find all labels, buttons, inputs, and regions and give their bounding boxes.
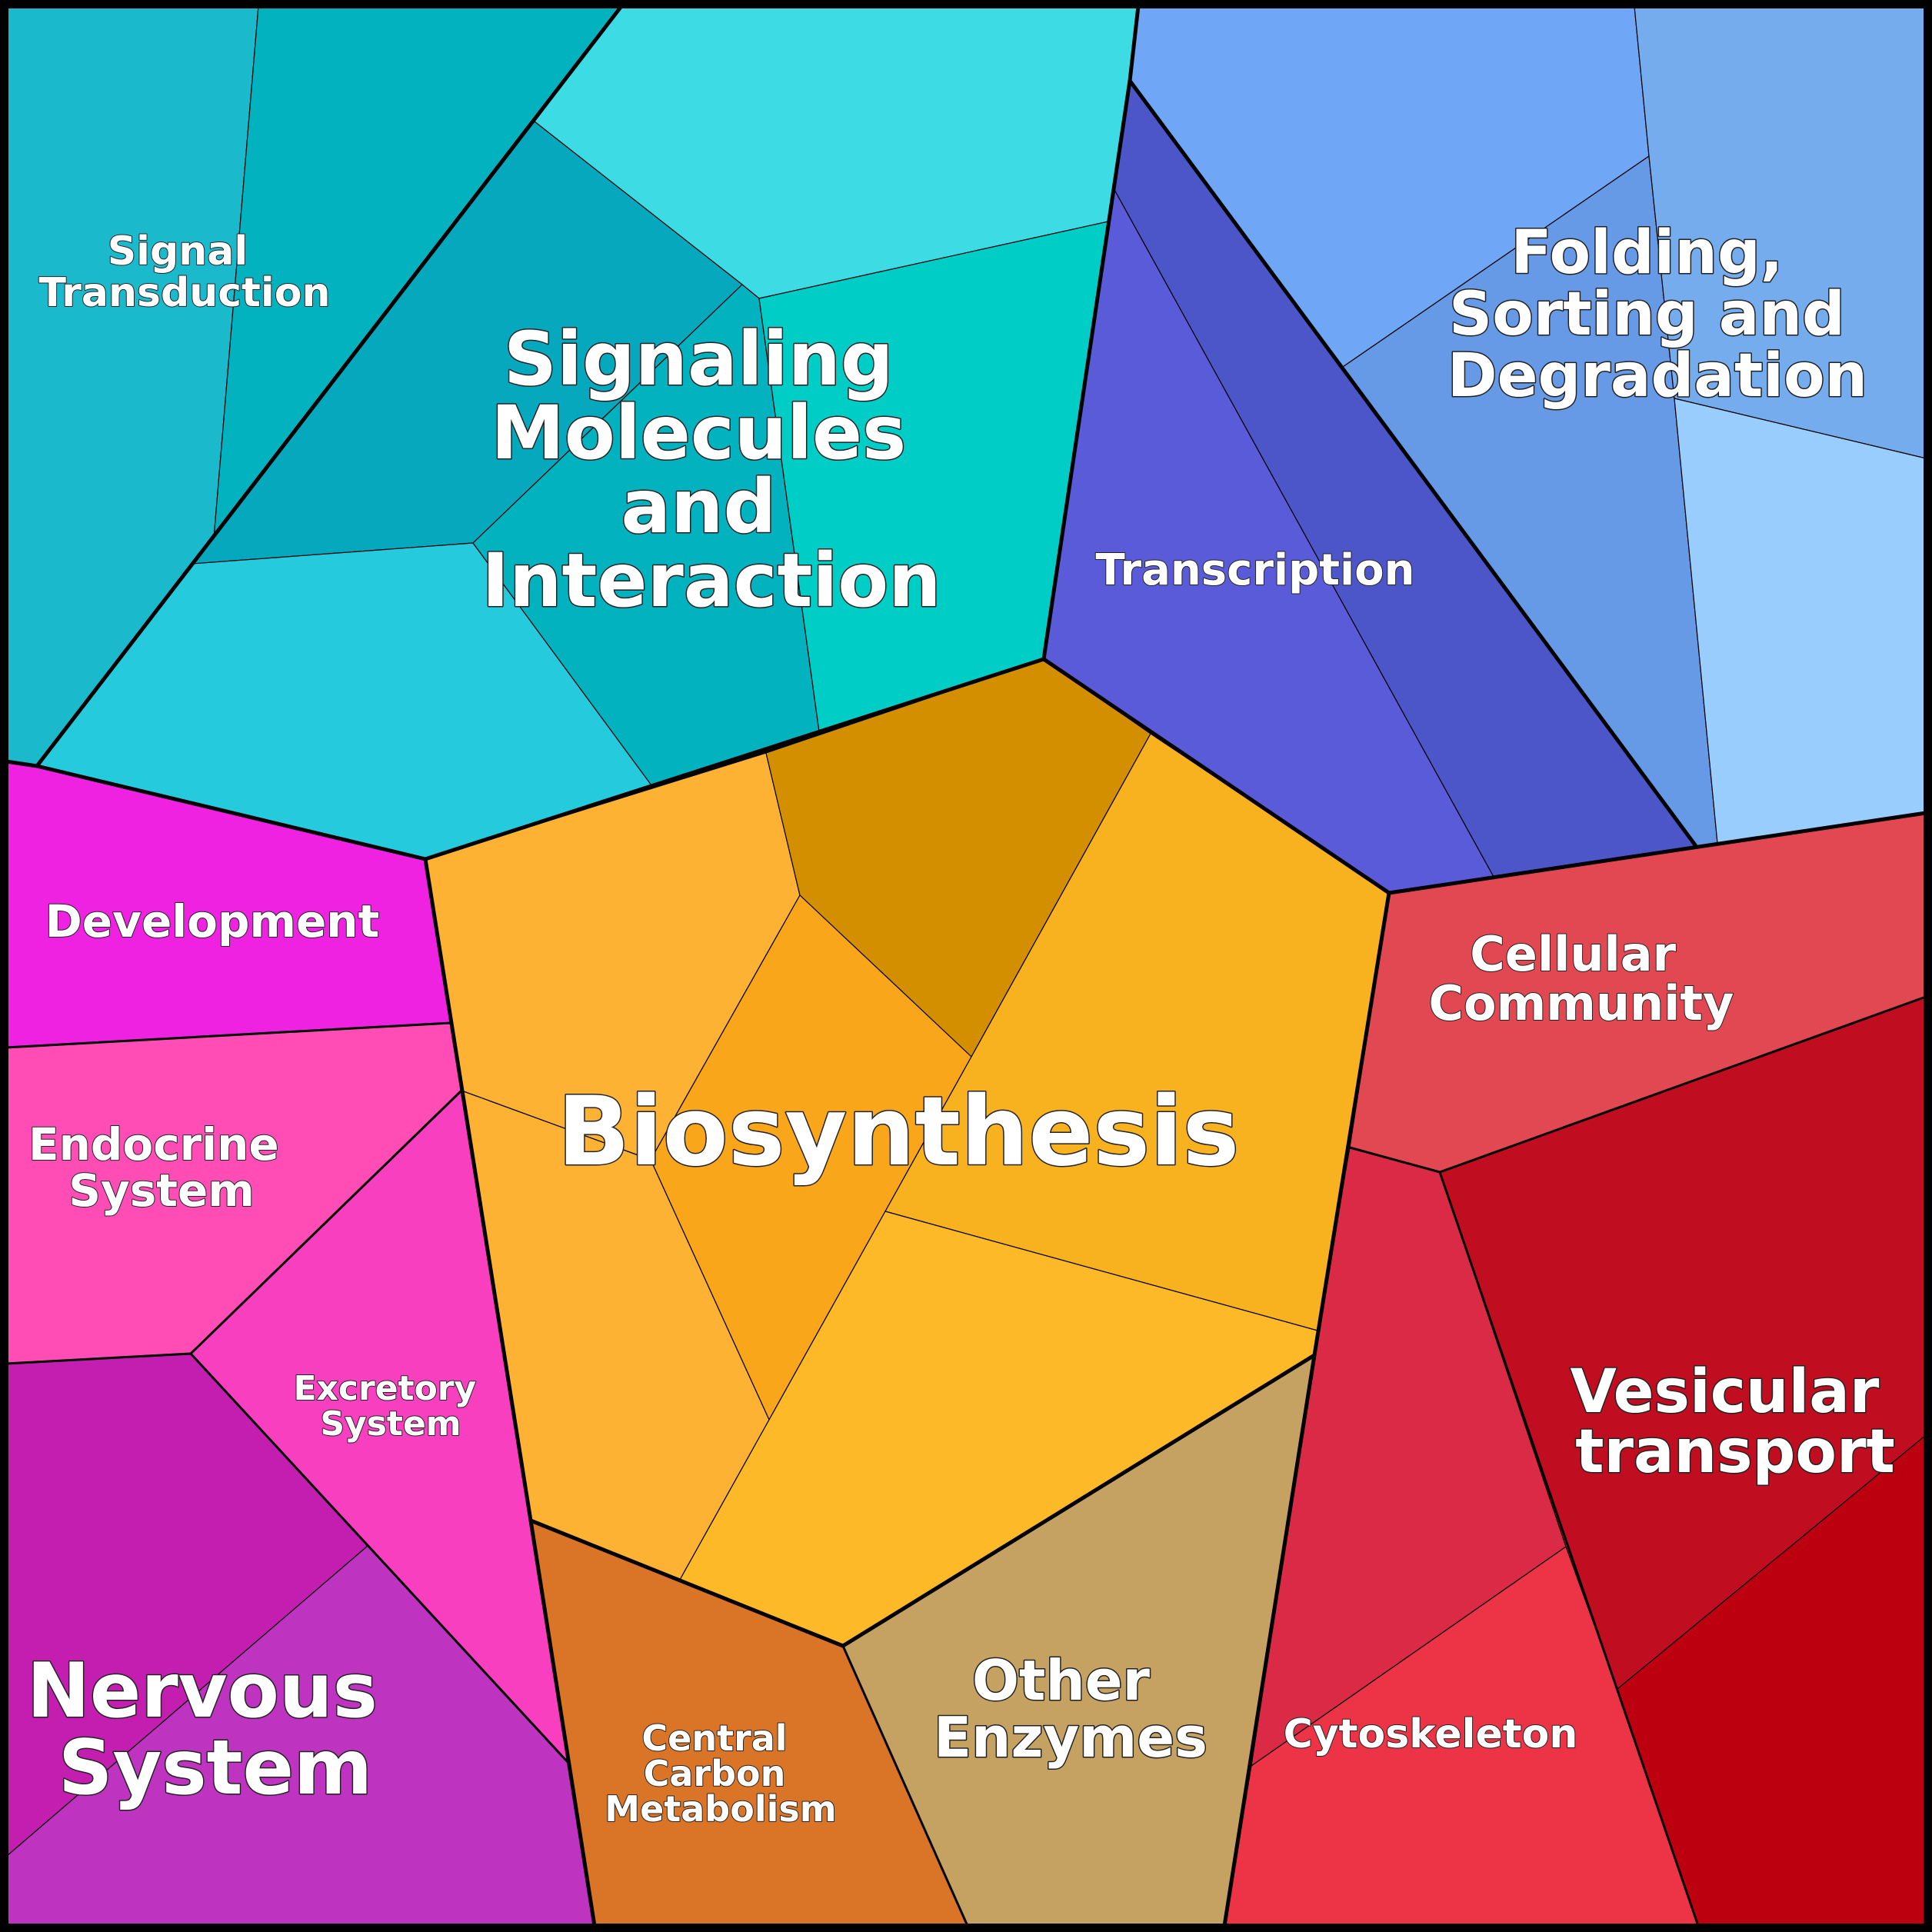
label-excretory: Excretory System [293, 1369, 488, 1444]
label-transcription: Transcription [1095, 545, 1414, 595]
border-vesicular [1438, 1171, 1700, 1927]
group-organismal-left [5, 761, 595, 1927]
label-folding: Folding, Sorting and Degradation [1447, 218, 1867, 411]
group-folding [1129, 5, 1927, 847]
cell-folding-bottom-right [1674, 398, 1927, 844]
border-excretory-nervous [189, 1352, 569, 1764]
label-nervous: Nervous System [27, 1647, 404, 1812]
border-signaling-inner [35, 5, 623, 768]
label-vesicular: Vesicular transport [1571, 1357, 1900, 1487]
group-cellular-processes [1224, 812, 1927, 1927]
label-signaling-molecules: Signaling Molecules and Interaction [481, 316, 941, 624]
border-signaling-bottom [5, 657, 1927, 895]
label-endocrine: Endocrine System [28, 1118, 295, 1217]
border-central-carbon [841, 1645, 969, 1927]
label-signal-transduction: Signal Transduction [39, 228, 331, 316]
label-cytoskeleton: Cytoskeleton [1284, 1711, 1578, 1757]
label-central-carbon: Central Carbon Metabolism [605, 1717, 836, 1830]
border-transcription-folding [1128, 79, 1698, 848]
label-other-enzymes: Other Enzymes [934, 1648, 1208, 1770]
label-cellular-community: Cellular Community [1429, 926, 1734, 1031]
group-biosynthesis [425, 658, 1390, 1647]
label-development: Development [45, 895, 380, 948]
label-biosynthesis: Biosynthesis [558, 1077, 1240, 1188]
border-development [5, 1021, 451, 1049]
